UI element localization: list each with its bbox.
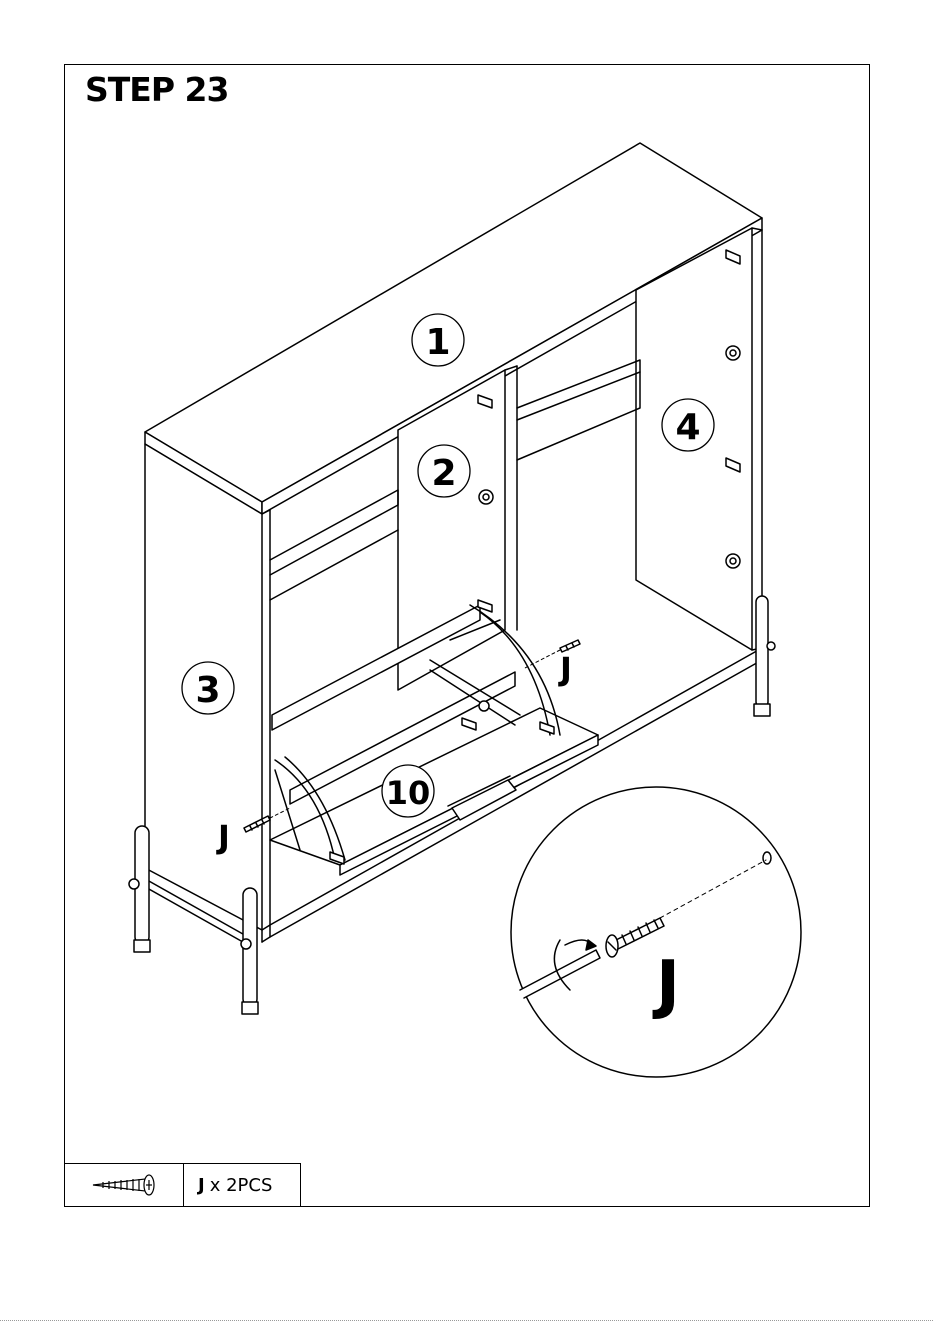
hardware-quantity-cell: J x 2PCS (184, 1164, 300, 1206)
screw-icon (89, 1172, 159, 1198)
part-label-10: 10 (386, 774, 431, 812)
screw-label-left: J (216, 818, 230, 856)
detail-circle (511, 787, 801, 1077)
part-label-3: 3 (195, 670, 220, 711)
hardware-code: J (198, 1175, 205, 1196)
hardware-quantity: x 2PCS (210, 1175, 273, 1196)
part-label-2: 2 (431, 453, 456, 494)
page-edge-line (0, 1320, 933, 1321)
hardware-table: J x 2PCS (64, 1163, 301, 1207)
screw-label-right: J (558, 650, 572, 688)
part-label-1: 1 (425, 322, 450, 363)
screw-label-detail: J (652, 948, 680, 1022)
hardware-icon-cell (65, 1164, 184, 1206)
part-label-4: 4 (675, 407, 700, 448)
